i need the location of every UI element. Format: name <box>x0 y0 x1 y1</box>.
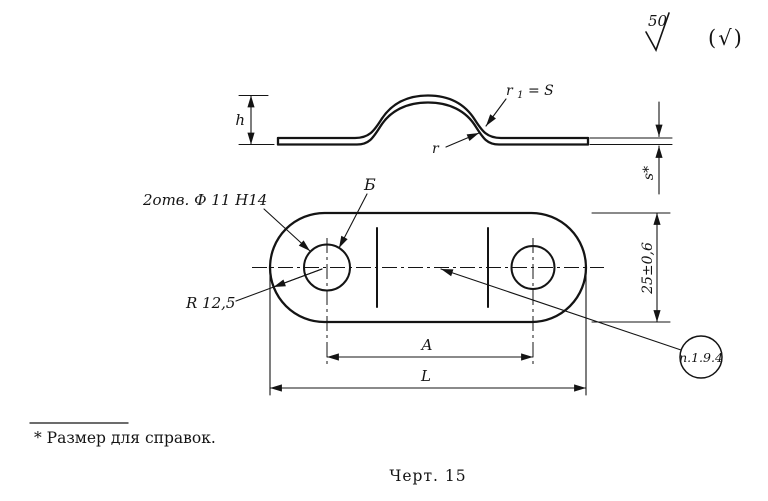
roughness-secondary: (√) <box>708 26 744 50</box>
ref-callout-balloon <box>679 335 723 379</box>
r1-label-rest: = S <box>528 83 554 99</box>
roughness-mark: 50 (√) <box>645 12 744 52</box>
roughness-check-icon <box>645 12 670 52</box>
h-dimension-label: h <box>235 111 245 129</box>
holes-note: 2отв. Ф 11 Н14 <box>142 191 267 209</box>
width-dimension-label: 25±0,6 <box>640 242 656 295</box>
a-dimension-label: A <box>420 336 433 354</box>
ref-callout-leader <box>440 268 682 351</box>
l-dimension-label: L <box>420 367 431 385</box>
roughness-value: 50 <box>648 12 668 30</box>
r1-label: r 1 = S <box>506 83 554 102</box>
footnote-text: * Размер для справок. <box>34 429 216 447</box>
holes-note-leader <box>263 208 311 252</box>
r1-leader <box>485 98 507 127</box>
profile-outer-surface <box>276 94 590 140</box>
footnote-block: * Размер для справок. <box>29 422 216 447</box>
s-dimension-label: s* <box>641 166 657 180</box>
r-label: r <box>432 141 440 157</box>
caption: Черт. 15 <box>389 467 466 485</box>
profile-inner-surface <box>276 101 590 146</box>
end-radius-arrow <box>272 268 323 288</box>
r1-label-base: r <box>506 83 514 99</box>
r-leader <box>445 132 480 148</box>
plan-view: 2отв. Ф 11 Н14 Б R 12,5 25±0,6 A L п.1.9… <box>142 175 723 396</box>
plate-outline <box>268 211 588 324</box>
section-label-leader <box>338 193 368 249</box>
r1-label-sub: 1 <box>517 90 523 101</box>
side-view: h r 1 = S r s* <box>235 83 673 195</box>
ref-callout-label: п.1.9.4 <box>679 350 723 365</box>
end-radius-label: R 12,5 <box>185 294 235 312</box>
section-label: Б <box>363 175 376 194</box>
